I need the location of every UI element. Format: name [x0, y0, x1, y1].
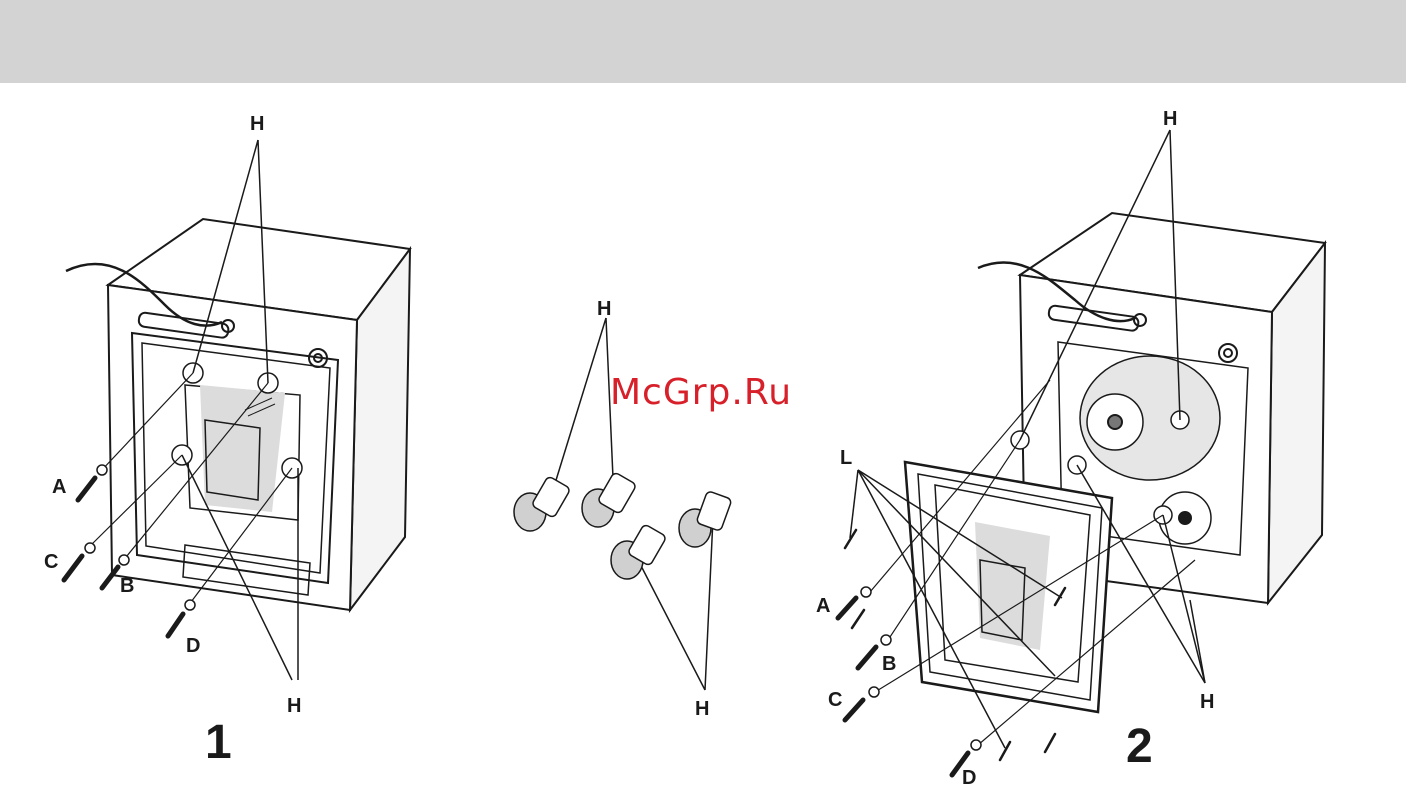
figure-1-number: 1 — [205, 716, 232, 769]
fig1-label-c: C — [44, 551, 58, 573]
fig1-label-b: B — [120, 575, 134, 597]
fig1-label-h-bottom: H — [287, 695, 301, 717]
fig2-label-l: L — [840, 447, 852, 469]
middle-label-h-top: H — [597, 298, 611, 320]
middle-label-h-bottom: H — [695, 698, 709, 720]
fig1-label-d: D — [186, 635, 200, 657]
fig2-label-c: C — [828, 689, 842, 711]
fig2-label-d: D — [962, 767, 976, 786]
fig2-label-h-bottom: H — [1200, 691, 1214, 713]
fig2-label-b: B — [882, 653, 896, 675]
fig1-label-h-top: H — [250, 113, 264, 135]
figure-1-washer — [64, 140, 410, 680]
fig2-label-a: A — [816, 595, 830, 617]
figure-2-number: 2 — [1126, 720, 1153, 773]
fig2-label-h-top: H — [1163, 108, 1177, 130]
watermark-text: McGrp.Ru — [610, 372, 792, 413]
fig1-label-a: A — [52, 476, 66, 498]
figure-2-washer — [838, 130, 1325, 775]
